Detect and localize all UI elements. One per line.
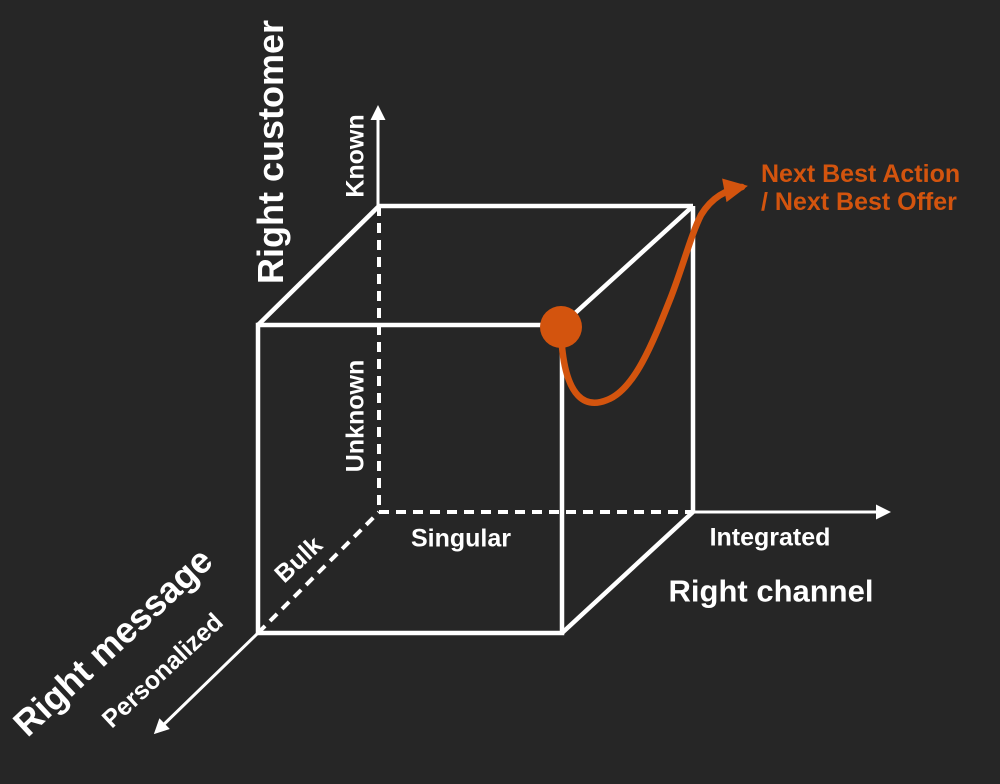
cube-edge-bottom-left-connector-dashed: [256, 510, 381, 635]
annotation-text: Next Best Action / Next Best Offer: [761, 160, 960, 216]
message-axis-arrow: [153, 631, 260, 735]
channel-axis-high-label: Integrated: [709, 523, 831, 552]
data-point-dot: [540, 306, 582, 348]
cube-edge-top-right-connector: [560, 204, 695, 327]
channel-axis-title: Right channel: [668, 573, 874, 609]
annotation-curve-arrow: [558, 178, 748, 406]
annotation-line-1: Next Best Action: [761, 160, 961, 188]
channel-axis-low-label: Singular: [410, 524, 512, 553]
annotation-line-2: / Next Best Offer: [761, 188, 957, 216]
cube-edge-bottom-right-connector: [560, 510, 695, 635]
cube-edge-top-left-connector: [256, 204, 381, 327]
customer-axis-low-label: Unknown: [341, 359, 370, 473]
customer-axis-high-label: Known: [341, 114, 370, 198]
cube-front-face: [255, 322, 565, 636]
customer-axis-title: Right customer: [250, 19, 291, 285]
